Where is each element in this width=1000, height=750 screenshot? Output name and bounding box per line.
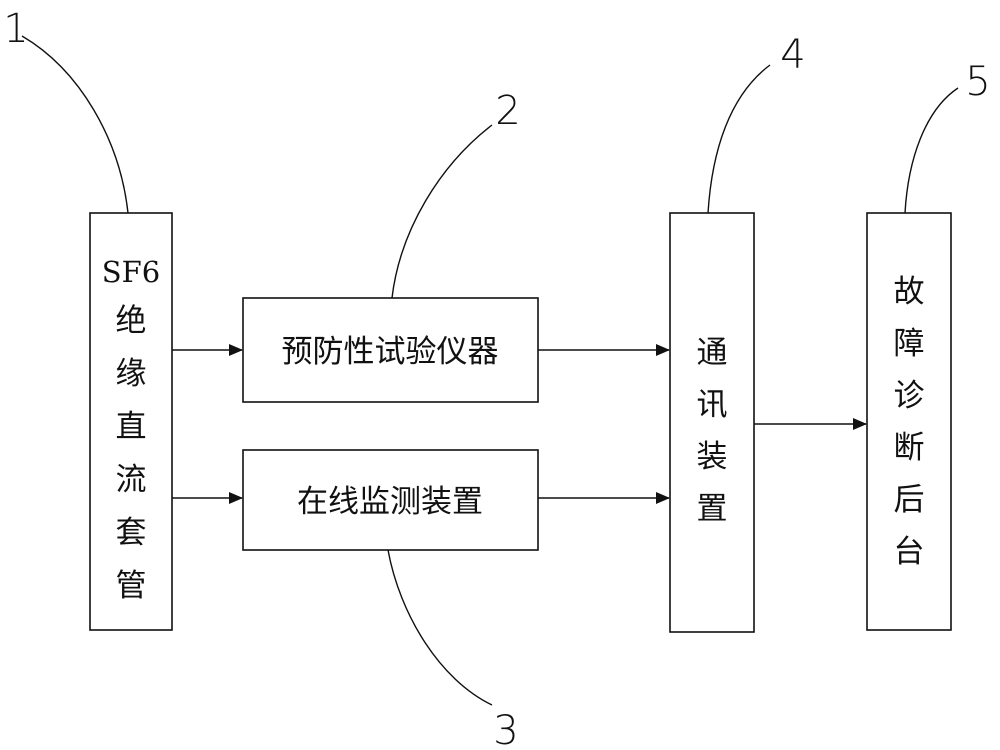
backend-label-line-1: 故 <box>894 274 925 310</box>
backend-block: 故 障 诊 断 后 台 <box>866 212 952 631</box>
online-monitor-block: 在线监测装置 <box>242 449 539 551</box>
bushing-label-line-7: 管 <box>116 568 147 604</box>
leader-line-3 <box>387 549 493 706</box>
test-instrument-label: 预防性试验仪器 <box>282 334 499 370</box>
bushing-label-line-1: SF6 <box>102 255 160 289</box>
bushing-label-line-4: 直 <box>116 409 147 445</box>
ref-number-4: 4 <box>780 32 805 78</box>
comm-label-line-4: 置 <box>697 491 728 527</box>
backend-label-line-5: 后 <box>894 482 925 518</box>
leader-line-5 <box>904 87 959 214</box>
backend-label-line-2: 障 <box>894 326 925 362</box>
bushing-block: SF6 绝 缘 直 流 套 管 <box>89 212 173 631</box>
backend-label-line-3: 诊 <box>894 378 925 414</box>
bushing-label-line-2: 绝 <box>116 303 147 339</box>
connections <box>172 344 867 504</box>
backend-label-line-4: 断 <box>894 430 925 466</box>
online-monitor-label: 在线监测装置 <box>297 484 483 520</box>
bushing-label-line-3: 缘 <box>116 356 147 392</box>
ref-number-5: 5 <box>965 59 990 105</box>
leader-line-4 <box>707 64 771 214</box>
bushing-label-line-5: 流 <box>116 462 147 498</box>
ref-number-3: 3 <box>493 708 518 750</box>
backend-label-line-6: 台 <box>894 534 925 570</box>
comm-block: 通 讯 装 置 <box>669 212 755 633</box>
test-instrument-block: 预防性试验仪器 <box>242 297 539 403</box>
bushing-label-line-6: 套 <box>116 515 147 551</box>
comm-label-line-1: 通 <box>697 335 728 371</box>
ref-number-1: 1 <box>3 6 28 52</box>
leader-lines <box>21 35 959 706</box>
leader-line-2 <box>391 124 493 299</box>
leader-line-1 <box>21 35 129 214</box>
ref-number-2: 2 <box>495 88 520 134</box>
comm-label-line-3: 装 <box>697 439 728 475</box>
comm-label-line-2: 讯 <box>697 387 728 423</box>
